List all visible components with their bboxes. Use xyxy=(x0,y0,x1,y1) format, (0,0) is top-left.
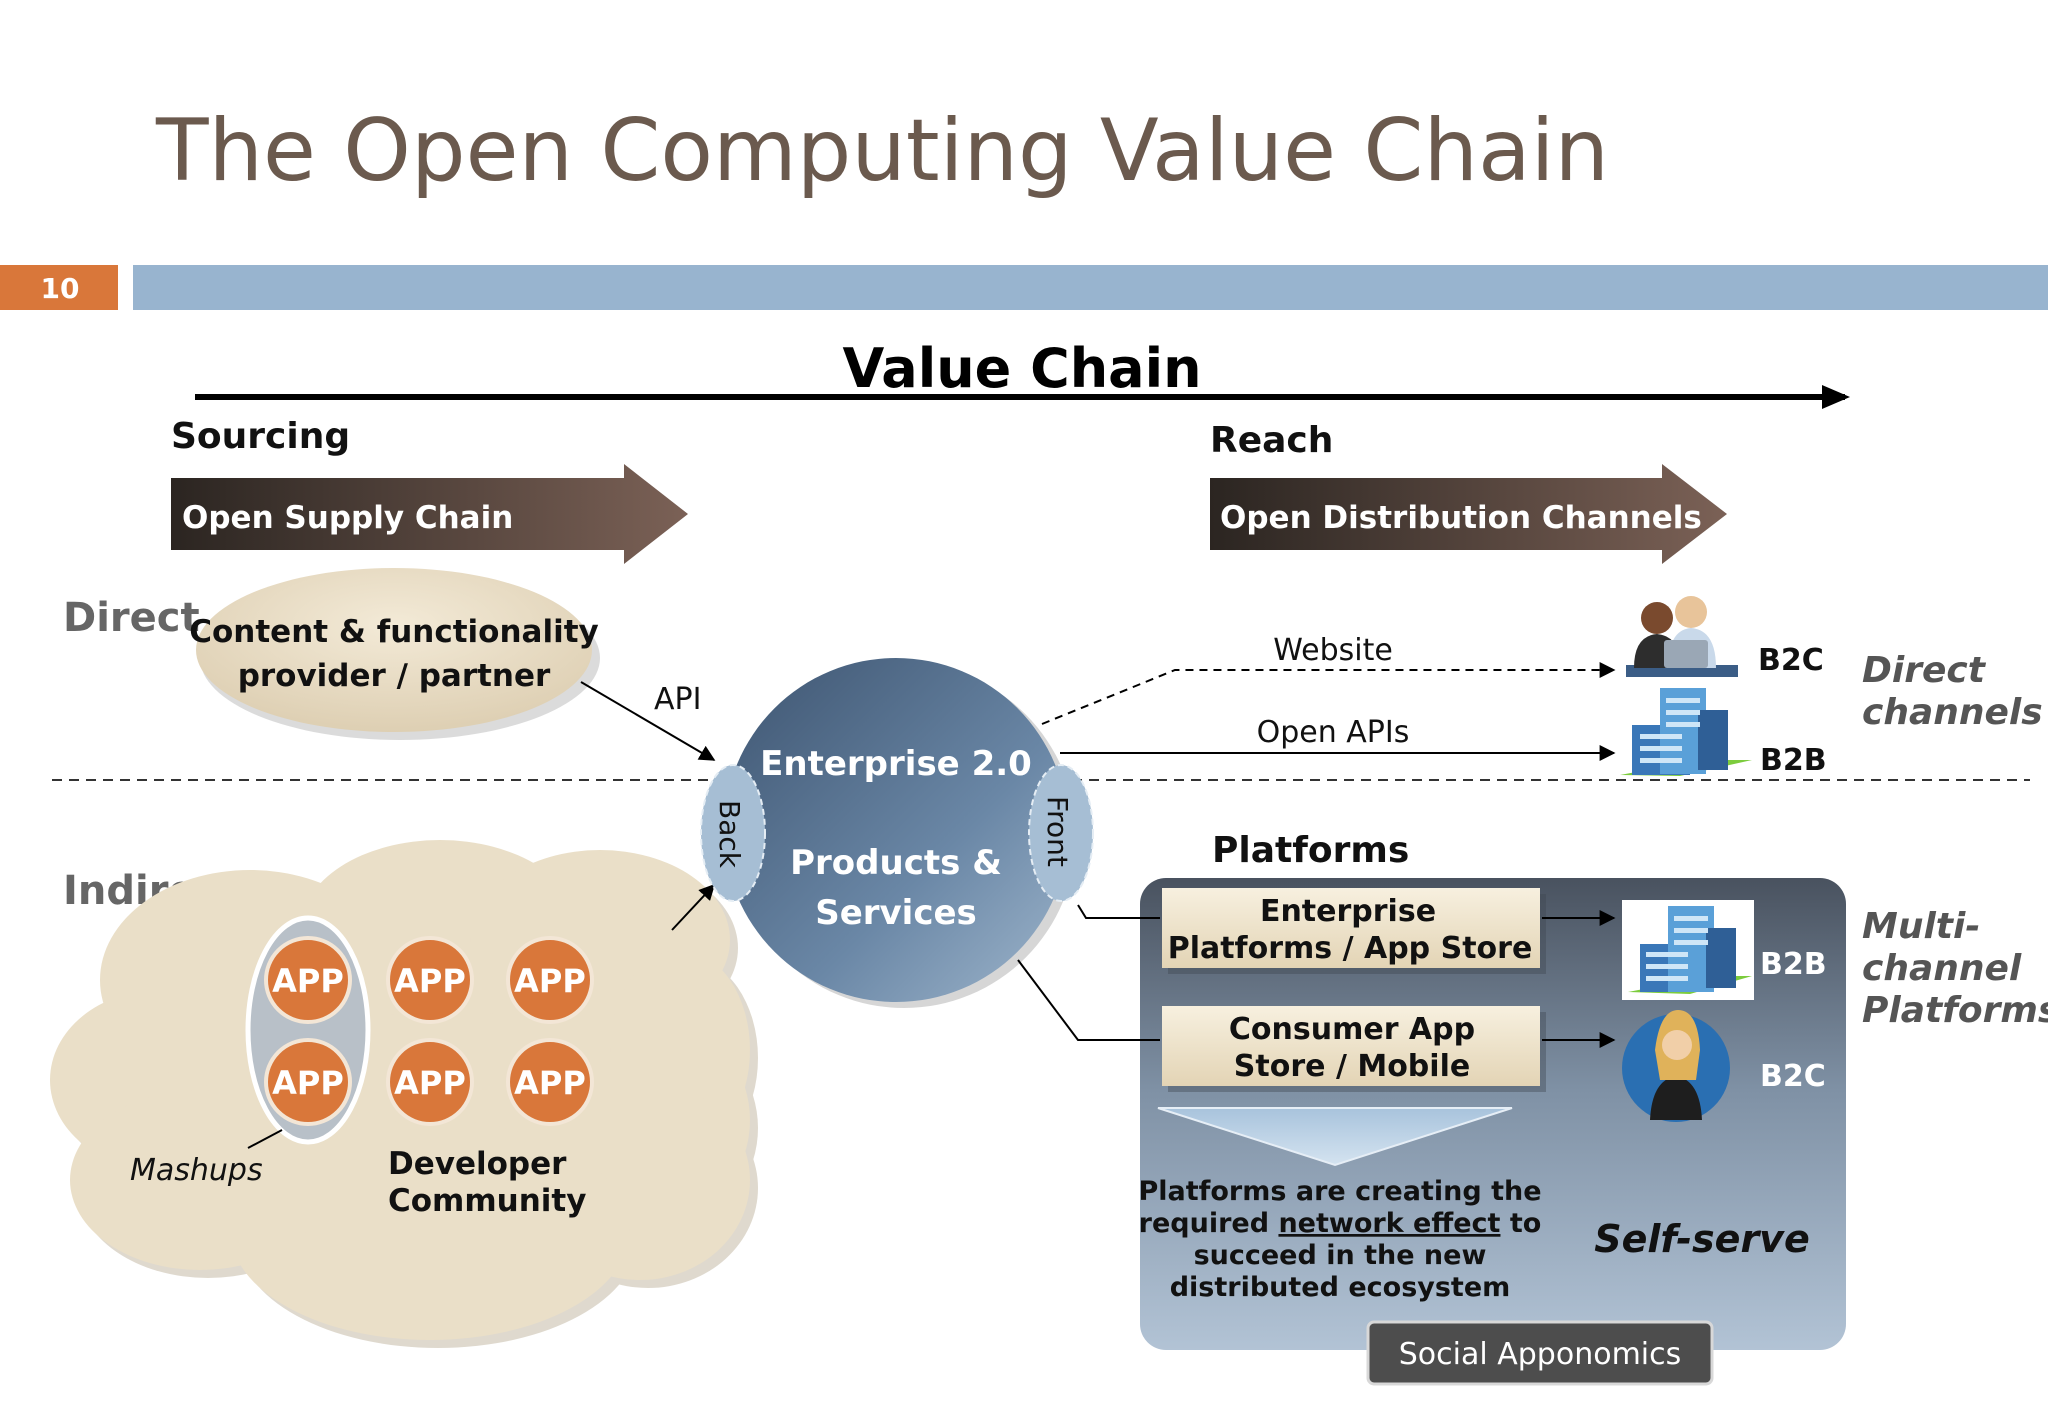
sourcing-label: Sourcing xyxy=(171,416,350,457)
direct-row-label: Direct xyxy=(63,595,200,641)
app-bubble xyxy=(386,936,474,1024)
direct-channels-line2: channels xyxy=(1862,692,2043,733)
self-serve-label: Self-serve xyxy=(1594,1217,1809,1261)
app-label: APP xyxy=(394,1064,466,1102)
page-number-badge xyxy=(0,265,118,310)
network-effect-triangle xyxy=(1157,1107,1513,1167)
business-building-icon xyxy=(1620,688,1752,776)
provider-line1: Content & functionality xyxy=(189,614,598,650)
app-bubble xyxy=(506,1038,594,1126)
website-arrow xyxy=(1041,662,1616,725)
mashups-pointer xyxy=(247,1129,283,1149)
app-label: APP xyxy=(272,962,344,1000)
enterprise-platforms-box xyxy=(1162,888,1540,968)
app-bubble xyxy=(506,936,594,1024)
back-tab xyxy=(700,764,766,902)
enterprise-line2: Services xyxy=(815,893,977,933)
community-to-enterprise-arrow xyxy=(671,883,716,931)
open-distribution-label: Open Distribution Channels xyxy=(1220,500,1702,536)
network-note-line2: required network effect to xyxy=(1139,1208,1542,1239)
consumer-store-box xyxy=(1162,1006,1540,1086)
app-label: APP xyxy=(394,962,466,1000)
enterprise-circle xyxy=(724,658,1068,1002)
enterprise-platforms-line2: Platforms / App Store xyxy=(1168,931,1533,966)
app-bubble xyxy=(386,1038,474,1126)
website-label: Website xyxy=(1273,633,1393,668)
b2c-top-label: B2C xyxy=(1758,643,1824,678)
direct-channels-line1: Direct xyxy=(1862,650,1987,691)
back-label: Back xyxy=(713,800,746,869)
platforms-heading: Platforms xyxy=(1212,830,1409,871)
network-note-post: to xyxy=(1500,1208,1541,1239)
platforms-b2c-label: B2C xyxy=(1760,1059,1826,1094)
network-note-line4: distributed ecosystem xyxy=(1170,1272,1511,1303)
enterprise-title: Enterprise 2.0 xyxy=(760,744,1032,784)
reach-label: Reach xyxy=(1210,420,1333,461)
open-supply-chain-label: Open Supply Chain xyxy=(182,500,513,536)
developer-community-cloud xyxy=(50,840,758,1348)
consumer-store-line1: Consumer App xyxy=(1229,1012,1475,1047)
network-effect-link: network effect xyxy=(1278,1208,1500,1239)
api-label: API xyxy=(654,682,701,717)
front-tab xyxy=(1028,764,1094,902)
enterprise-line1: Products & xyxy=(790,843,1002,883)
enterprise-to-platforms-connector xyxy=(1077,904,1160,919)
multi-channel-line1: Multi- xyxy=(1862,906,1980,947)
consumer-people-icon xyxy=(1626,596,1738,677)
slide-title: The Open Computing Value Chain xyxy=(155,101,1609,201)
network-note-pre: required xyxy=(1139,1208,1279,1239)
multi-channel-line2: channel xyxy=(1862,948,2022,989)
b2b-top-label: B2B xyxy=(1760,743,1827,778)
enterprise-to-consumer-connector xyxy=(1017,959,1160,1041)
api-arrow xyxy=(580,681,716,761)
value-chain-label: Value Chain xyxy=(842,337,1201,400)
developer-community-line2: Community xyxy=(388,1183,586,1219)
platforms-b2b-label: B2B xyxy=(1760,947,1827,982)
header-bar xyxy=(133,265,2048,310)
page-number: 10 xyxy=(41,272,80,305)
app-grid: APP APP APP APP APP APP xyxy=(264,936,594,1126)
app-label: APP xyxy=(514,1064,586,1102)
network-note-line3: succeed in the new xyxy=(1194,1240,1487,1271)
mashups-label: Mashups xyxy=(130,1153,263,1188)
app-label: APP xyxy=(272,1064,344,1102)
multi-channel-line3: Platforms xyxy=(1862,990,2048,1031)
social-apponomics-label: Social Apponomics xyxy=(1399,1337,1682,1372)
platform-building-icon xyxy=(1622,900,1754,1000)
app-bubble xyxy=(264,1038,352,1126)
front-label: Front xyxy=(1041,796,1074,867)
open-supply-chain-arrow xyxy=(171,464,688,564)
consumer-store-line2: Store / Mobile xyxy=(1234,1049,1470,1084)
provider-oval xyxy=(196,568,592,732)
open-distribution-arrow xyxy=(1210,464,1727,564)
developer-community-line1: Developer xyxy=(388,1146,567,1182)
app-label: APP xyxy=(514,962,586,1000)
enterprise-platforms-line1: Enterprise xyxy=(1260,894,1436,929)
network-note-line1: Platforms are creating the xyxy=(1138,1176,1541,1207)
consumer-person-icon xyxy=(1622,1010,1730,1122)
value-chain-arrowhead xyxy=(1822,385,1850,409)
open-apis-label: Open APIs xyxy=(1257,715,1410,750)
social-apponomics-tab xyxy=(1366,1320,1714,1386)
provider-line2: provider / partner xyxy=(238,658,551,694)
app-bubble xyxy=(264,936,352,1024)
